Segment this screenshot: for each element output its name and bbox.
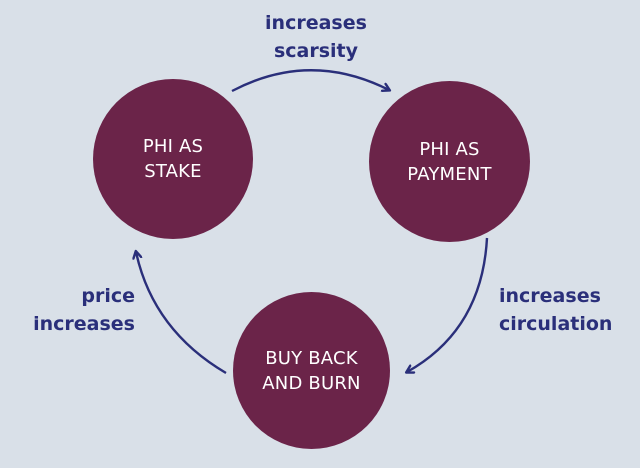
label-line-2: increases: [33, 313, 135, 335]
label-price-increases: price increases: [27, 282, 135, 338]
node-line-2: AND BURN: [262, 372, 361, 394]
arrow-stake-to-payment: [231, 69, 389, 93]
label-line-2: scarsity: [273, 40, 359, 62]
node-line-1: PHI AS: [142, 136, 204, 157]
node-line-1: BUY BACK: [265, 347, 358, 369]
arrow-burn-to-stake: [136, 252, 227, 375]
node-line-2: PAYMENT: [407, 163, 492, 185]
label-line-1: increases: [265, 12, 367, 34]
label-line-1: increases: [499, 285, 601, 307]
node-line-1: PHI AS: [419, 138, 480, 160]
label-line-1: price: [81, 285, 135, 307]
node-phi-as-payment: PHI AS PAYMENT: [369, 81, 530, 242]
arrow-payment-to-burn: [407, 237, 489, 372]
node-phi-as-stake: PHI AS STAKE: [93, 79, 253, 239]
node-line-2: STAKE: [144, 161, 202, 182]
label-increases-circulation: increases circulation: [499, 282, 612, 338]
label-line-2: circulation: [499, 313, 613, 335]
node-buy-back-and-burn: BUY BACK AND BURN: [233, 292, 390, 449]
label-increases-scarsity: increases scarsity: [262, 9, 370, 65]
